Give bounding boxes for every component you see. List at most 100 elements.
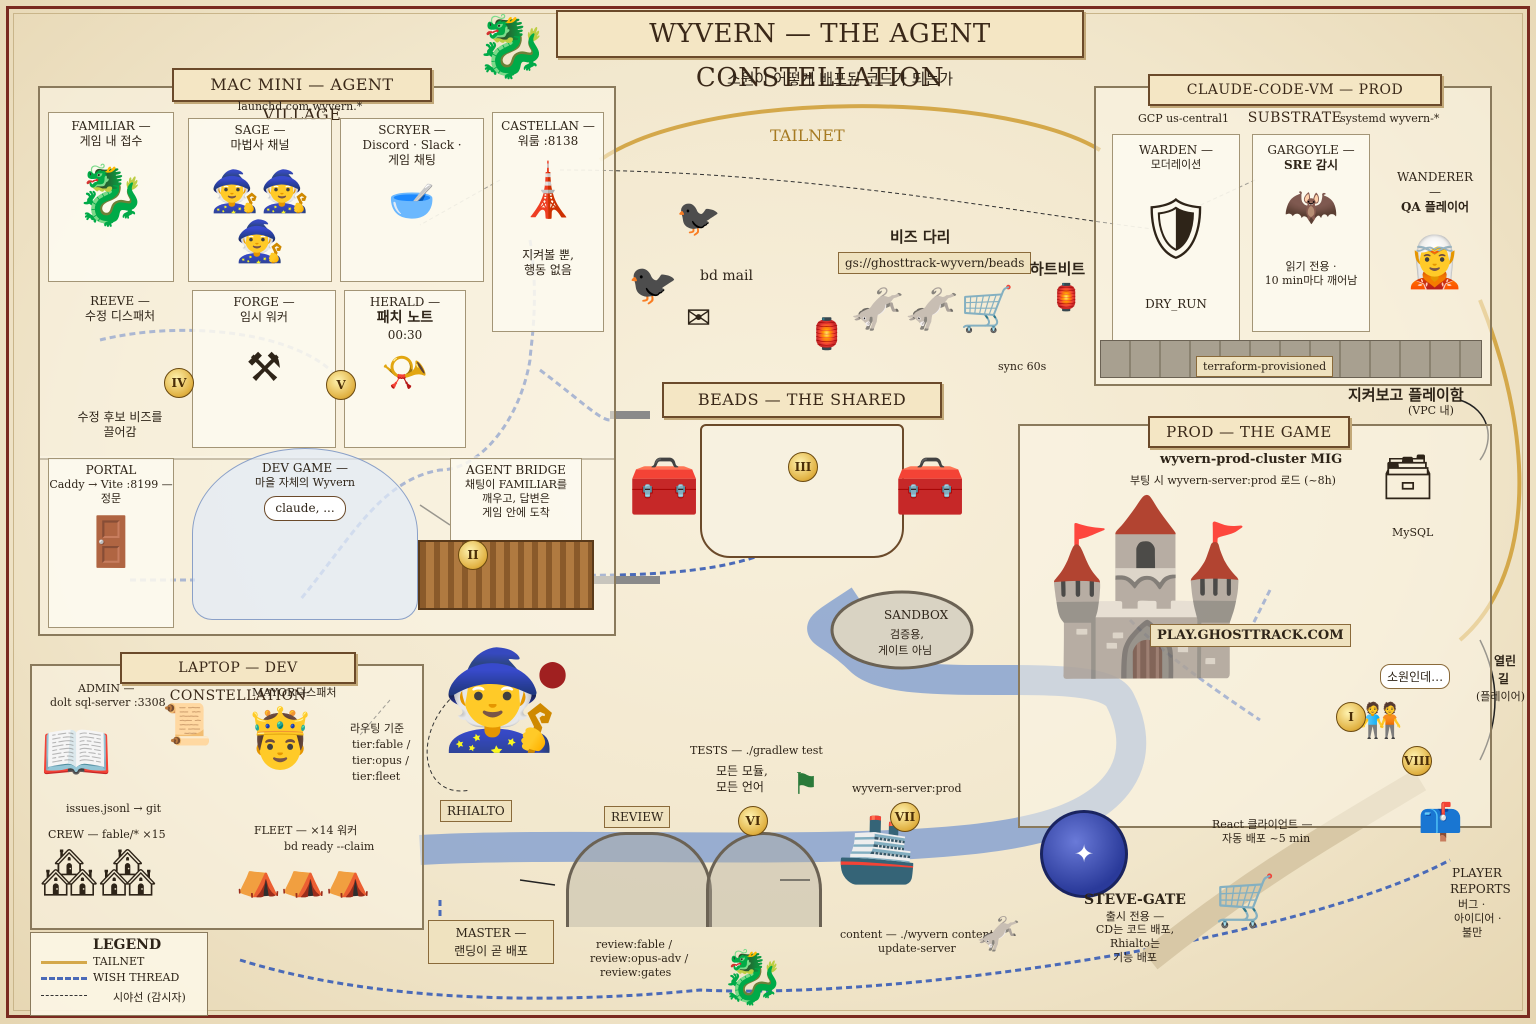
- castellan-name: CASTELLAN —: [501, 119, 595, 133]
- castellan-desc: 워룸 :8138: [517, 134, 579, 148]
- forge-card: FORGE — 임시 워커 ⚒: [192, 290, 336, 448]
- sight-line-rhialto: [426, 689, 471, 792]
- master-name: MASTER —: [455, 926, 527, 940]
- tents-icon: ⛺⛺⛺: [236, 858, 371, 899]
- vm-systemd: systemd wyvern-*: [1340, 112, 1440, 125]
- trumpet-icon: 📯: [381, 349, 429, 394]
- mayor-tier2: tier:opus /: [352, 754, 410, 767]
- tailnet-arc: [598, 104, 1102, 162]
- covered-bridge-icon: [418, 540, 594, 610]
- terraform-label: terraform-provisioned: [1196, 356, 1334, 377]
- wanderer-desc: QA 플레이어: [1400, 200, 1470, 214]
- prod-title: PROD — THE GAME: [1148, 416, 1350, 448]
- sage-name: SAGE —: [234, 123, 286, 137]
- beads-title: BEADS — THE SHARED LEDGER: [662, 382, 942, 441]
- scrying-bowl-icon: 🥣: [388, 179, 436, 223]
- familiar-card: FAMILIAR — 게임 내 접수 🐉: [48, 112, 174, 282]
- content-line1: content — ./wyvern content: [840, 928, 994, 941]
- donkey-icon: 🫏: [976, 914, 1021, 955]
- villagers-icon: 🧑‍🤝‍🧑: [1360, 701, 1403, 741]
- treasure-chest-left-icon: 🧰: [628, 452, 701, 520]
- wagon-icon: 🛒: [1214, 872, 1277, 930]
- forge-name: FORGE —: [233, 295, 295, 309]
- legend-sight-swatch: [41, 995, 87, 996]
- warden-card: WARDEN — 모더레이션 🛡 DRY_RUN: [1112, 134, 1240, 342]
- gargoyle-note1: 읽기 전용 ·: [1285, 260, 1337, 273]
- scryer-name: SCRYER —: [378, 123, 446, 137]
- donkey-cart-icon: 🫏🫏🛒: [850, 284, 1015, 335]
- stone-bridge-arch-1: [566, 832, 712, 927]
- player-reports-line5: 불만: [1462, 926, 1483, 939]
- legend-title: LEGEND: [93, 937, 162, 953]
- watch-play-line1: 지켜보고 플레이함: [1348, 386, 1464, 404]
- ship-label: wyvern-server:prod: [852, 782, 962, 795]
- portal-desc1: Caddy → Vite :8199 —: [49, 478, 173, 491]
- fleet-desc: bd ready --claim: [284, 840, 375, 853]
- sage-card: SAGE — 마법사 채널 🧙🧙🧙: [188, 118, 332, 282]
- prod-domain: PLAY.GHOSTTRACK.COM: [1150, 624, 1351, 647]
- forge-desc: 임시 워커: [240, 310, 288, 324]
- tests-desc1: 모든 모듈,: [716, 764, 768, 778]
- sandbox-name: SANDBOX: [884, 608, 949, 622]
- steve-gate-name: STEVE-GATE: [1084, 892, 1186, 908]
- beads-bridge-title: 비즈 다리: [890, 228, 951, 246]
- scryer-card: SCRYER — Discord · Slack · 게임 채팅 🥣: [340, 118, 484, 282]
- laptop-panel: [30, 664, 424, 930]
- wanderer-card: WANDERER — QA 플레이어 🧝: [1392, 164, 1478, 330]
- envelope-icon: ✉: [686, 301, 712, 336]
- player-reports-line1: PLAYER: [1452, 866, 1502, 880]
- wax-seal-icon: ⬤: [538, 659, 568, 689]
- scroll-icon: 📜: [162, 702, 212, 748]
- herald-card: HERALD — 패치 노트 00:30 📯: [344, 290, 466, 448]
- steve-gate-seal-icon: ✦: [1040, 810, 1128, 898]
- numeral-II: II: [458, 540, 488, 570]
- wanderer-name: WANDERER —: [1396, 170, 1474, 199]
- portal-desc2: 정문: [100, 491, 122, 505]
- review-r3: review:gates: [600, 966, 672, 979]
- familiar-name: FAMILIAR —: [71, 119, 151, 133]
- hooded-figure-icon: 🧝: [1403, 233, 1467, 291]
- mailbox-icon: 📫: [1418, 802, 1463, 843]
- player-reports-line4: 아이디어 ·: [1454, 912, 1502, 925]
- dev-game-bubble: claude, ...: [264, 495, 346, 521]
- castellan-card: CASTELLAN — 워룸 :8138 🗼 지켜볼 뿐, 행동 없음: [492, 112, 604, 332]
- bd-mail-label: bd mail: [700, 268, 753, 284]
- dragon-familiar-icon: 🐉: [74, 161, 148, 229]
- master-label: MASTER — 랜딩이 곧 배포: [428, 920, 554, 964]
- numeral-IV: IV: [164, 368, 194, 398]
- steve-gate-d1: 출시 전용 —: [1105, 909, 1165, 923]
- reeve-note2: 끌어감: [103, 425, 137, 439]
- player-reports-line3: 버그 ·: [1458, 898, 1486, 911]
- gargoyle-card: GARGOYLE — SRE 감시 🦇 읽기 전용 · 10 min마다 깨어남: [1252, 134, 1370, 332]
- dragon-icon: 🐉: [474, 12, 549, 82]
- raven-mail-icon: 🐦‍⬛: [628, 262, 678, 308]
- content-line2: update-server: [878, 942, 956, 955]
- treasure-chest-right-icon: 🧰: [894, 452, 967, 520]
- wish-thread-bottom: [239, 858, 1451, 1000]
- lantern-icon-2: 🏮: [1050, 283, 1083, 313]
- agent-bridge-desc2: 깨우고, 답변은: [482, 491, 550, 505]
- stone-bridge-arch-2: [706, 832, 822, 927]
- admin-name: ADMIN —: [78, 682, 135, 695]
- numeral-V: V: [326, 370, 356, 400]
- gargoyle-note2: 10 min마다 깨어남: [1264, 273, 1358, 287]
- admin-git: issues.jsonl → git: [66, 802, 162, 815]
- sandbox-desc2: 게이트 아님: [878, 644, 933, 657]
- react-client-line2: 자동 배포 ~5 min: [1222, 832, 1311, 845]
- reeve-card: REEVE — 수정 디스패처 수정 후보 비즈를 끌어감: [48, 290, 192, 446]
- review-label: REVIEW: [604, 806, 671, 828]
- cottages-icon: 🏘🏘: [40, 845, 157, 899]
- reeve-name: REEVE —: [90, 294, 150, 308]
- scryer-desc1: Discord · Slack ·: [362, 138, 462, 152]
- ledger-book-icon: [700, 424, 904, 558]
- warden-desc: 모더레이션: [1150, 158, 1202, 171]
- fleet-name: FLEET — ×14 워커: [254, 824, 358, 837]
- legend-tailnet-swatch: [41, 961, 87, 964]
- master-desc: 랜딩이 곧 배포: [454, 944, 528, 958]
- mayor-name: MAYOR —: [252, 686, 310, 699]
- flag-icon: ⚑: [792, 767, 819, 802]
- steve-gate-d3: Rhialto는: [1109, 937, 1161, 950]
- mac-mini-title: MAC MINI — AGENT VILLAGE: [172, 68, 432, 124]
- mayor-tier1: tier:fable /: [352, 738, 411, 751]
